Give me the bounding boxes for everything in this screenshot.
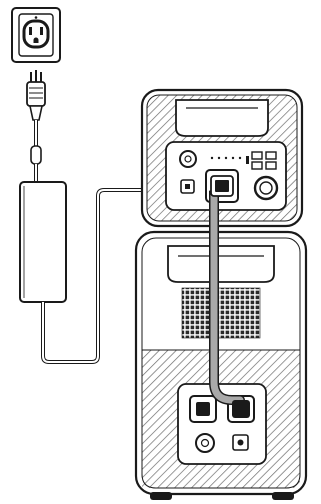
power-station-unit [142, 90, 302, 226]
ac-plug-icon [27, 70, 45, 120]
extra-battery-unit [136, 232, 306, 500]
ac-cord [31, 120, 41, 182]
power-adapter-icon [20, 182, 66, 302]
wall-outlet-icon [12, 8, 60, 62]
